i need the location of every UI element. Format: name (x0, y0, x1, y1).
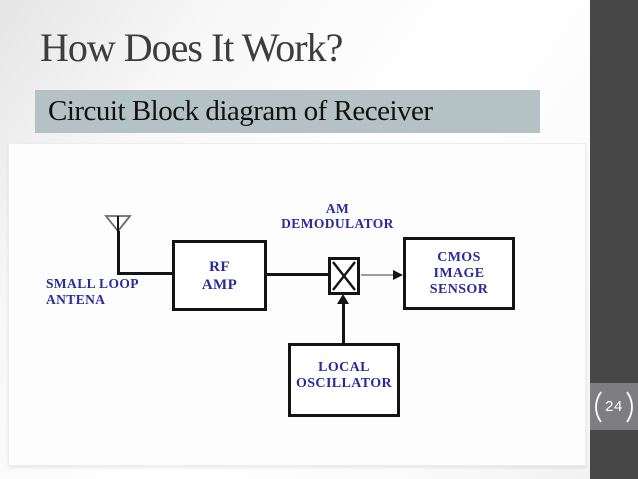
antenna-icon (104, 215, 132, 233)
cmos-label-line3: SENSOR (429, 281, 489, 297)
antenna-label: SMALL LOOP ANTENA (46, 276, 156, 308)
oscillator-to-mixer-line (342, 303, 345, 343)
antenna-label-line2: ANTENA (46, 292, 106, 307)
mixer-to-sensor-line (361, 274, 394, 276)
cmos-label-line1: CMOS (437, 249, 481, 265)
am-demodulator-label-line2: DEMODULATOR (281, 216, 394, 231)
local-oscillator-label-line2: OSCILLATOR (295, 376, 393, 391)
antenna-feed-line (117, 272, 173, 275)
cmos-label-line2: IMAGE (433, 265, 485, 281)
slide-title: How Does It Work? (40, 25, 343, 70)
antenna-stem-line (117, 231, 120, 275)
page-number-badge: 24 (590, 383, 638, 430)
antenna-label-line1: SMALL LOOP (46, 276, 139, 291)
rf-to-mixer-line (266, 273, 328, 276)
local-oscillator-label-line1: LOCAL (318, 360, 370, 375)
page-number: 24 (605, 398, 623, 415)
mixer-to-sensor-arrowhead-icon (393, 269, 403, 280)
cmos-image-sensor-block: CMOS IMAGE SENSOR (403, 237, 515, 310)
bracket-right-icon (626, 390, 633, 423)
rf-amp-label-line1: RF (209, 258, 230, 275)
am-demodulator-label: AM DEMODULATOR (255, 201, 420, 231)
subtitle-banner: Circuit Block diagram of Receiver (35, 90, 540, 133)
mixer-x-icon (332, 261, 356, 291)
local-oscillator-block: LOCAL OSCILLATOR (288, 343, 400, 417)
rf-amp-label-line2: AMP (201, 276, 238, 293)
rf-amp-block: RF AMP (172, 240, 267, 311)
bracket-left-icon (595, 390, 602, 423)
am-demodulator-label-line1: AM (325, 201, 350, 216)
oscillator-to-mixer-arrowhead-icon (337, 294, 349, 304)
mixer-block (328, 257, 360, 295)
